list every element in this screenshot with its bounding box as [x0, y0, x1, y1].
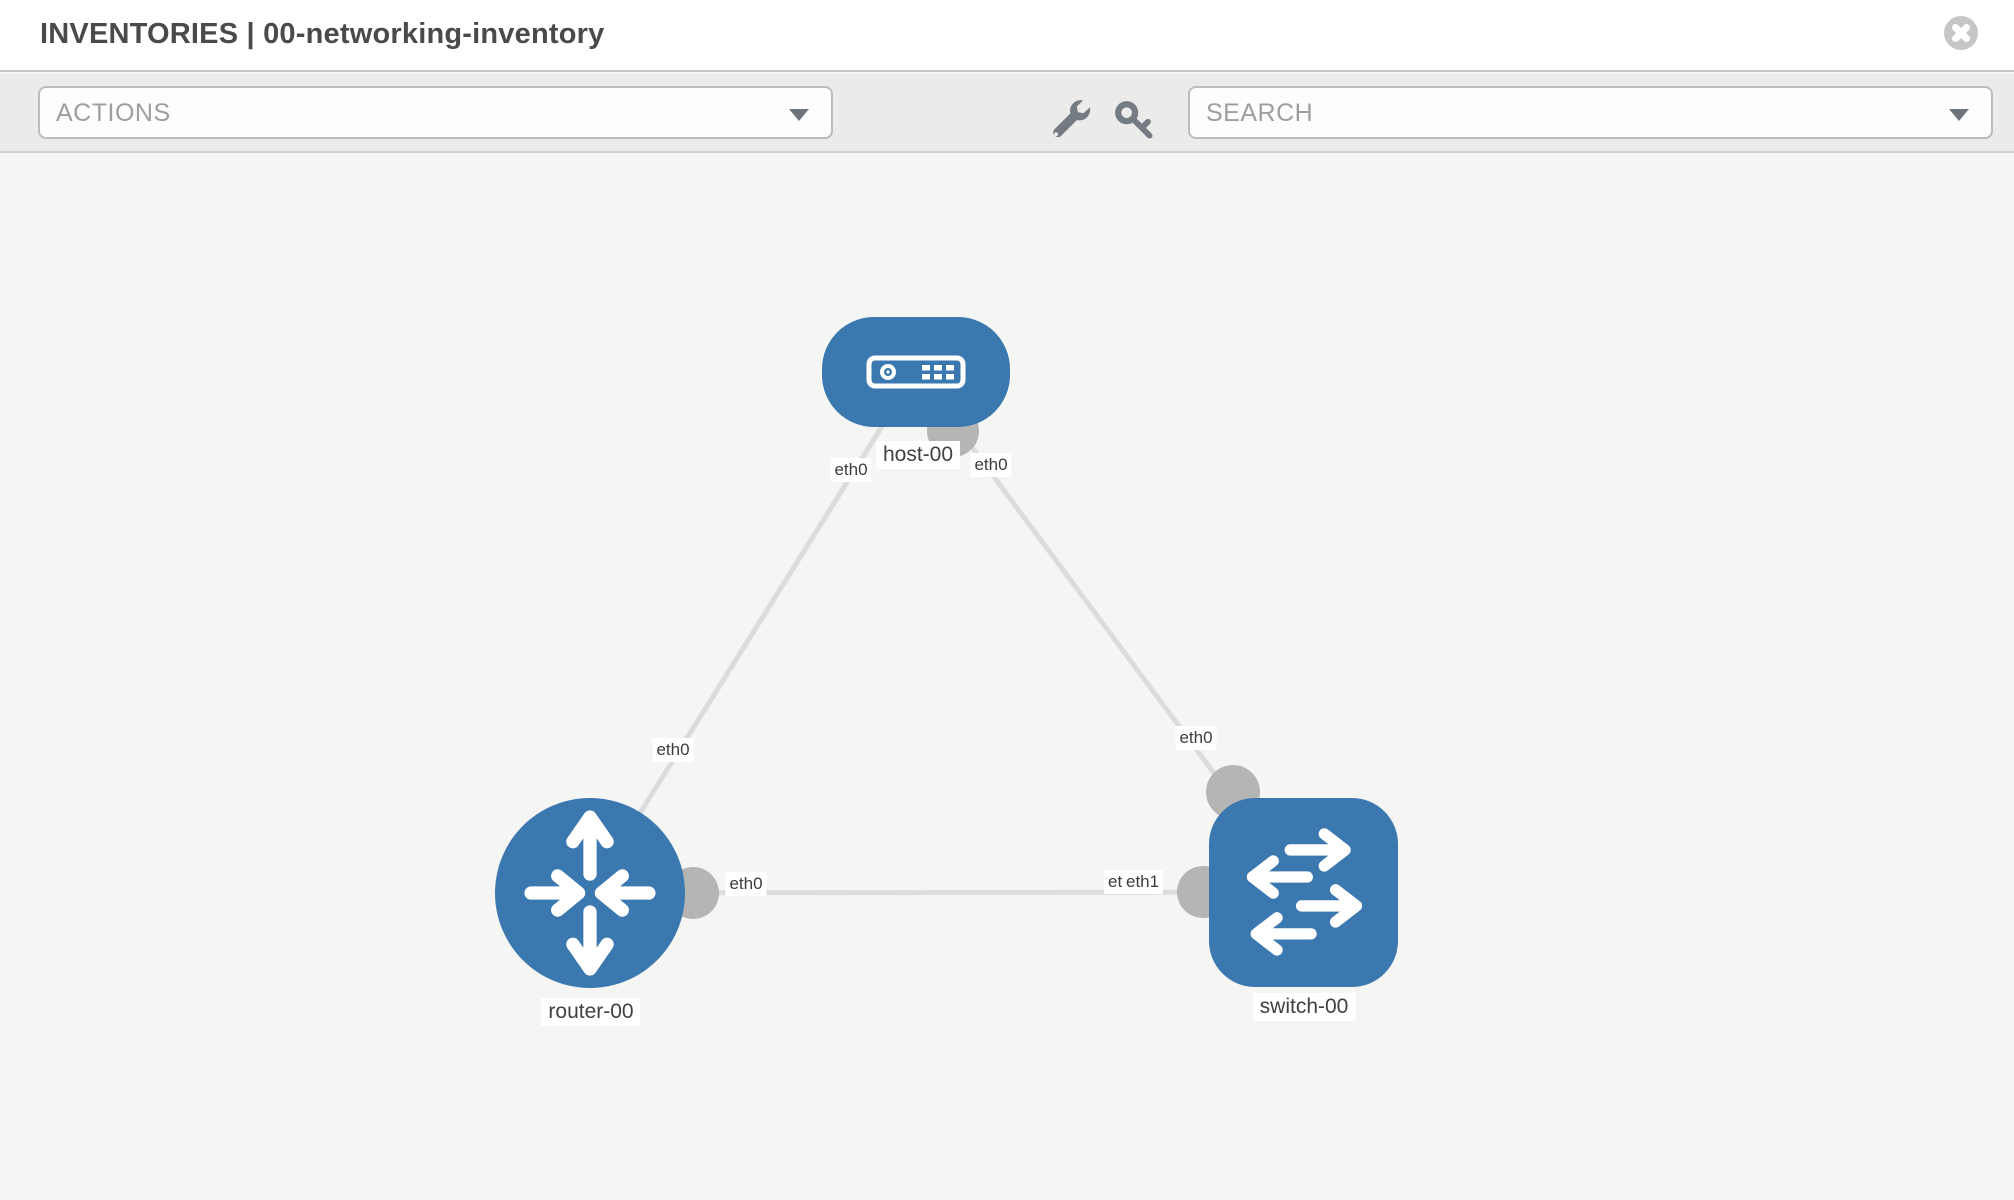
iface-label-host-eth0-to-router: eth0 — [830, 458, 872, 482]
iface-label-router-eth0-to-host: eth0 — [652, 738, 694, 762]
node-label-switch: switch-00 — [1252, 993, 1356, 1021]
page-title: INVENTORIES | 00-networking-inventory — [40, 18, 605, 50]
node-host-00[interactable] — [822, 317, 1010, 427]
wrench-icon[interactable] — [1048, 98, 1092, 142]
node-label-router: router-00 — [541, 998, 641, 1026]
iface-label-host-eth0-to-switch: eth0 — [970, 453, 1012, 477]
iface-label-switch-eth1-to-router: eth1 — [1122, 870, 1164, 894]
topology-toolbar: ACTIONS SEARCH — [0, 74, 2014, 153]
actions-dropdown-label: ACTIONS — [56, 99, 171, 127]
switch-icon — [1246, 828, 1363, 956]
topology-links-layer — [587, 370, 1306, 919]
topology-canvas[interactable]: host-00 router-00 switch-00 eth0 eth0 et… — [0, 153, 2014, 1200]
actions-dropdown[interactable]: ACTIONS — [38, 86, 833, 139]
host-icon — [866, 355, 966, 389]
node-router-00[interactable] — [495, 798, 685, 988]
node-label-host: host-00 — [875, 441, 961, 469]
router-icon — [524, 810, 656, 976]
page-header: INVENTORIES | 00-networking-inventory — [0, 0, 2014, 72]
close-button[interactable] — [1944, 16, 1978, 50]
iface-label-switch-eth0-to-host: eth0 — [1175, 726, 1217, 750]
chevron-down-icon — [789, 109, 809, 121]
search-dropdown[interactable]: SEARCH — [1188, 86, 1993, 139]
node-switch-00[interactable] — [1209, 798, 1398, 987]
key-icon[interactable] — [1112, 98, 1156, 142]
search-dropdown-label: SEARCH — [1206, 99, 1314, 127]
chevron-down-icon — [1949, 109, 1969, 121]
close-icon — [1952, 24, 1970, 42]
iface-label-router-eth0-to-switch: eth0 — [725, 872, 767, 896]
